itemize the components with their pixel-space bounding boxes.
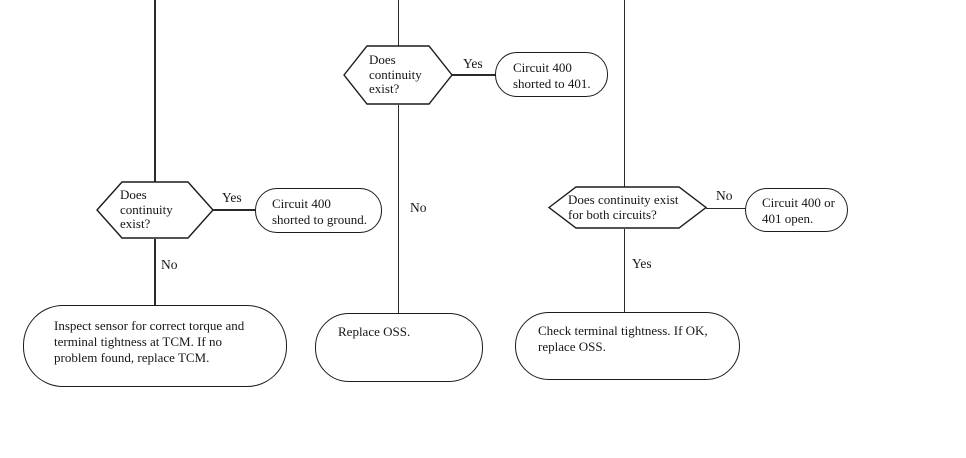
label-left-yes: Yes [222, 190, 242, 205]
connector-right-no [706, 207, 746, 209]
label-middle-no: No [410, 200, 427, 215]
result-shorted-to-ground: Circuit 400 shorted to ground. [255, 188, 382, 233]
label-right-yes: Yes [632, 256, 652, 271]
connector-right-yes [623, 229, 625, 313]
connector-middle-no [397, 105, 399, 313]
label-middle-yes: Yes [463, 56, 483, 71]
decision-left: Does continuity exist? [96, 181, 214, 239]
decision-middle-text: Does continuity exist? [369, 51, 422, 97]
decision-middle: Does continuity exist? [343, 45, 453, 105]
connector-top-to-right-decision [623, 0, 625, 187]
decision-right-text: Does continuity exist for both circuits? [568, 191, 679, 222]
action-inspect-sensor: Inspect sensor for correct torque and te… [23, 305, 287, 387]
action-replace-oss: Replace OSS. [315, 313, 483, 382]
connector-middle-yes [452, 74, 496, 76]
label-left-no: No [161, 257, 178, 272]
connector-top-to-middle-decision [397, 0, 399, 46]
connector-left-no [154, 239, 156, 306]
action-check-terminal-tightness: Check terminal tightness. If OK, replace… [515, 312, 740, 380]
connector-top-to-left-decision [154, 0, 156, 182]
result-400-or-401-open: Circuit 400 or 401 open. [745, 188, 848, 232]
decision-left-text: Does continuity exist? [120, 186, 173, 232]
decision-right: Does continuity exist for both circuits? [548, 186, 707, 229]
label-right-no: No [716, 188, 733, 203]
connector-left-yes [213, 209, 256, 211]
result-shorted-to-401: Circuit 400 shorted to 401. [495, 52, 608, 97]
